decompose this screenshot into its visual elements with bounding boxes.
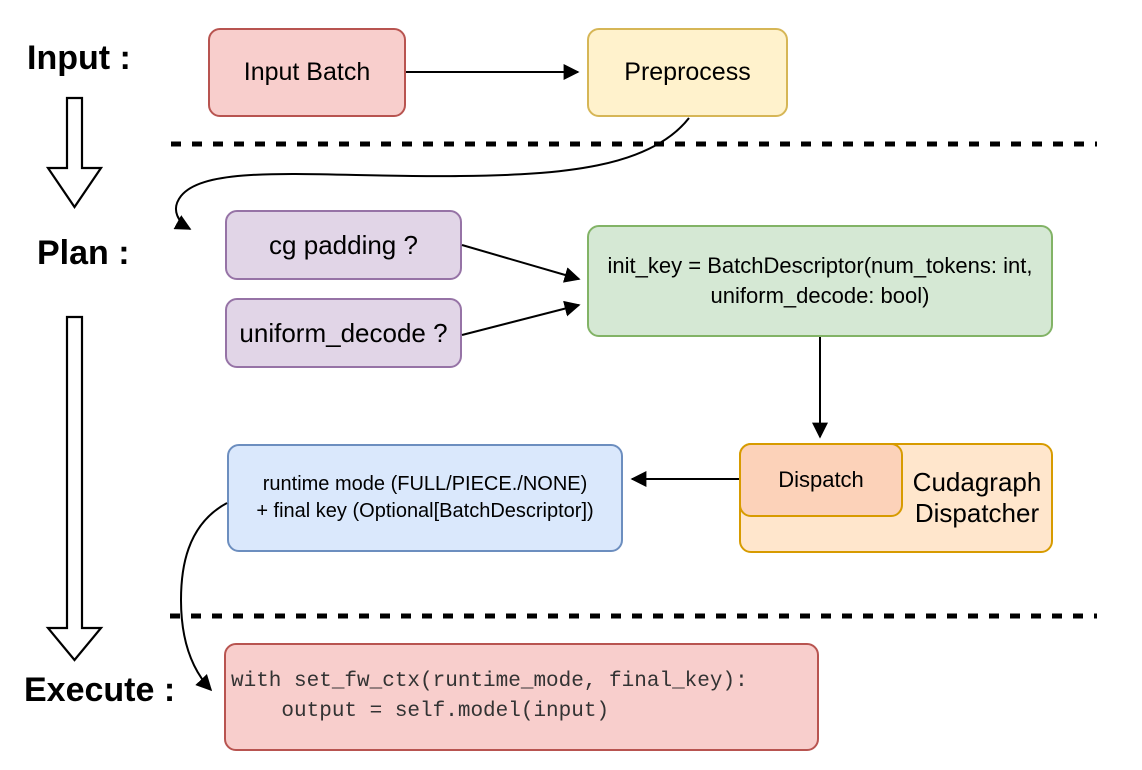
stage-label-plan: Plan :: [37, 234, 130, 272]
code-line2: output = self.model(input): [231, 700, 610, 723]
node-cudagraph-dispatcher-label: Cudagraph Dispatcher: [907, 445, 1047, 551]
stage-label-execute: Execute :: [24, 671, 176, 709]
node-dispatch: Dispatch: [739, 443, 903, 517]
input-stage-arrow-icon: [45, 96, 104, 209]
stage-label-input: Input :: [27, 39, 131, 77]
curve-runtime-mode-to-execute-code: [179, 502, 228, 692]
cudagraph-label-line2: Dispatcher: [914, 498, 1040, 528]
node-init-key-line1: init_key = BatchDescriptor(num_tokens: i…: [607, 253, 1033, 278]
node-execute-code: with set_fw_ctx(runtime_mode, final_key)…: [224, 643, 819, 751]
code-line1: with set_fw_ctx(runtime_mode, final_key)…: [231, 670, 748, 693]
arrow-cg-padding-to-init-key: [461, 244, 581, 283]
node-cg-padding: cg padding ?: [225, 210, 462, 280]
node-runtime-mode: runtime mode (FULL/PIECE./NONE) + final …: [227, 444, 623, 552]
node-init-key-line2: uniform_decode: bool): [710, 283, 930, 308]
node-cg-padding-label: cg padding ?: [269, 229, 418, 260]
node-init-key: init_key = BatchDescriptor(num_tokens: i…: [587, 225, 1053, 337]
node-uniform-decode-label: uniform_decode ?: [239, 317, 448, 348]
node-preprocess: Preprocess: [587, 28, 788, 117]
execute-stage-arrow-icon: [45, 315, 104, 662]
node-runtime-mode-line1: runtime mode (FULL/PIECE./NONE): [262, 473, 588, 495]
node-uniform-decode: uniform_decode ?: [225, 298, 462, 368]
node-runtime-mode-line2: + final key (Optional[BatchDescriptor]): [256, 500, 594, 522]
node-input-batch-label: Input Batch: [243, 57, 371, 86]
node-input-batch: Input Batch: [208, 28, 406, 117]
cudagraph-label-line1: Cudagraph: [912, 467, 1042, 497]
node-dispatch-label: Dispatch: [778, 467, 864, 493]
node-preprocess-label: Preprocess: [624, 57, 751, 86]
arrow-uniform-decode-to-init-key: [461, 300, 581, 336]
